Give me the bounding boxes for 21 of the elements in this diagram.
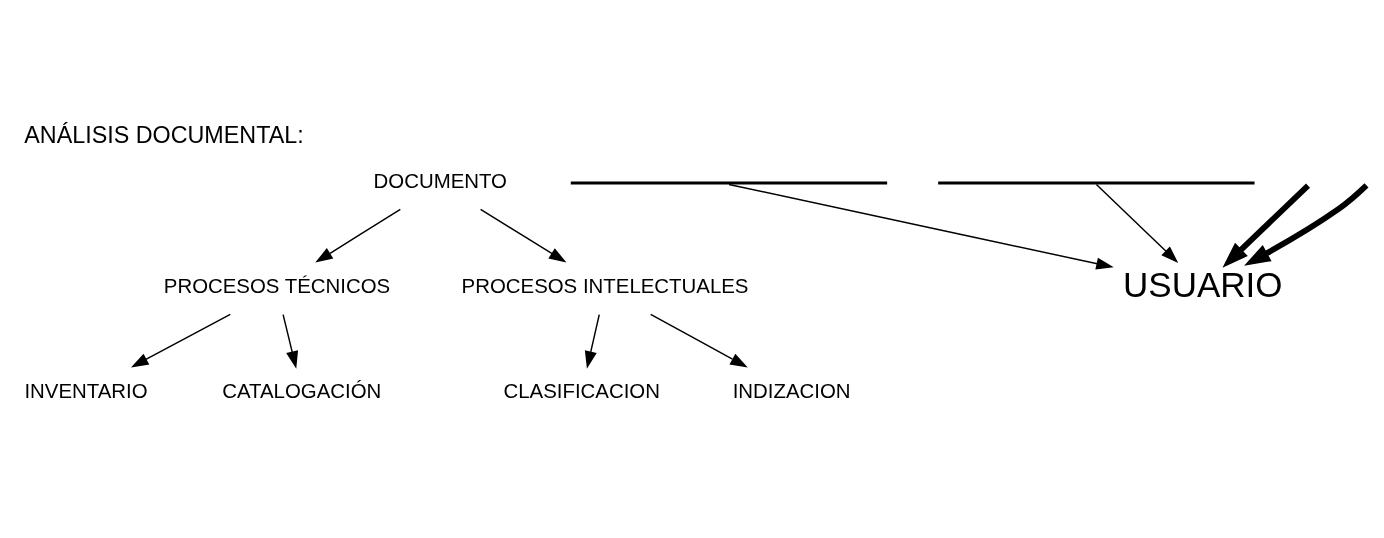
node-text: PROCESOS TÉCNICOS	[163, 275, 391, 298]
node-bar	[938, 181, 1255, 185]
arrow	[584, 313, 600, 369]
node-text: USUARIO	[1123, 264, 1283, 304]
node-text: INDIZACION	[732, 380, 851, 403]
arrow	[728, 183, 1114, 270]
arrow	[1222, 183, 1311, 268]
arrow	[1095, 183, 1179, 263]
node-text: DOCUMENTO	[373, 170, 507, 193]
node-text: CLASIFICACION	[503, 380, 660, 403]
arrow	[130, 313, 231, 368]
arrow	[282, 313, 299, 369]
node-text: CATALOGACIÓN	[222, 380, 382, 403]
arrow	[315, 208, 402, 263]
arrow	[1244, 183, 1369, 266]
node-text: INVENTARIO	[24, 380, 148, 403]
node-text: PROCESOS INTELECTUALES	[461, 275, 749, 298]
arrow	[649, 313, 748, 368]
diagram-title: ANÁLISIS DOCUMENTAL:	[24, 122, 304, 149]
arrow	[479, 208, 567, 263]
node-bar	[570, 181, 888, 185]
